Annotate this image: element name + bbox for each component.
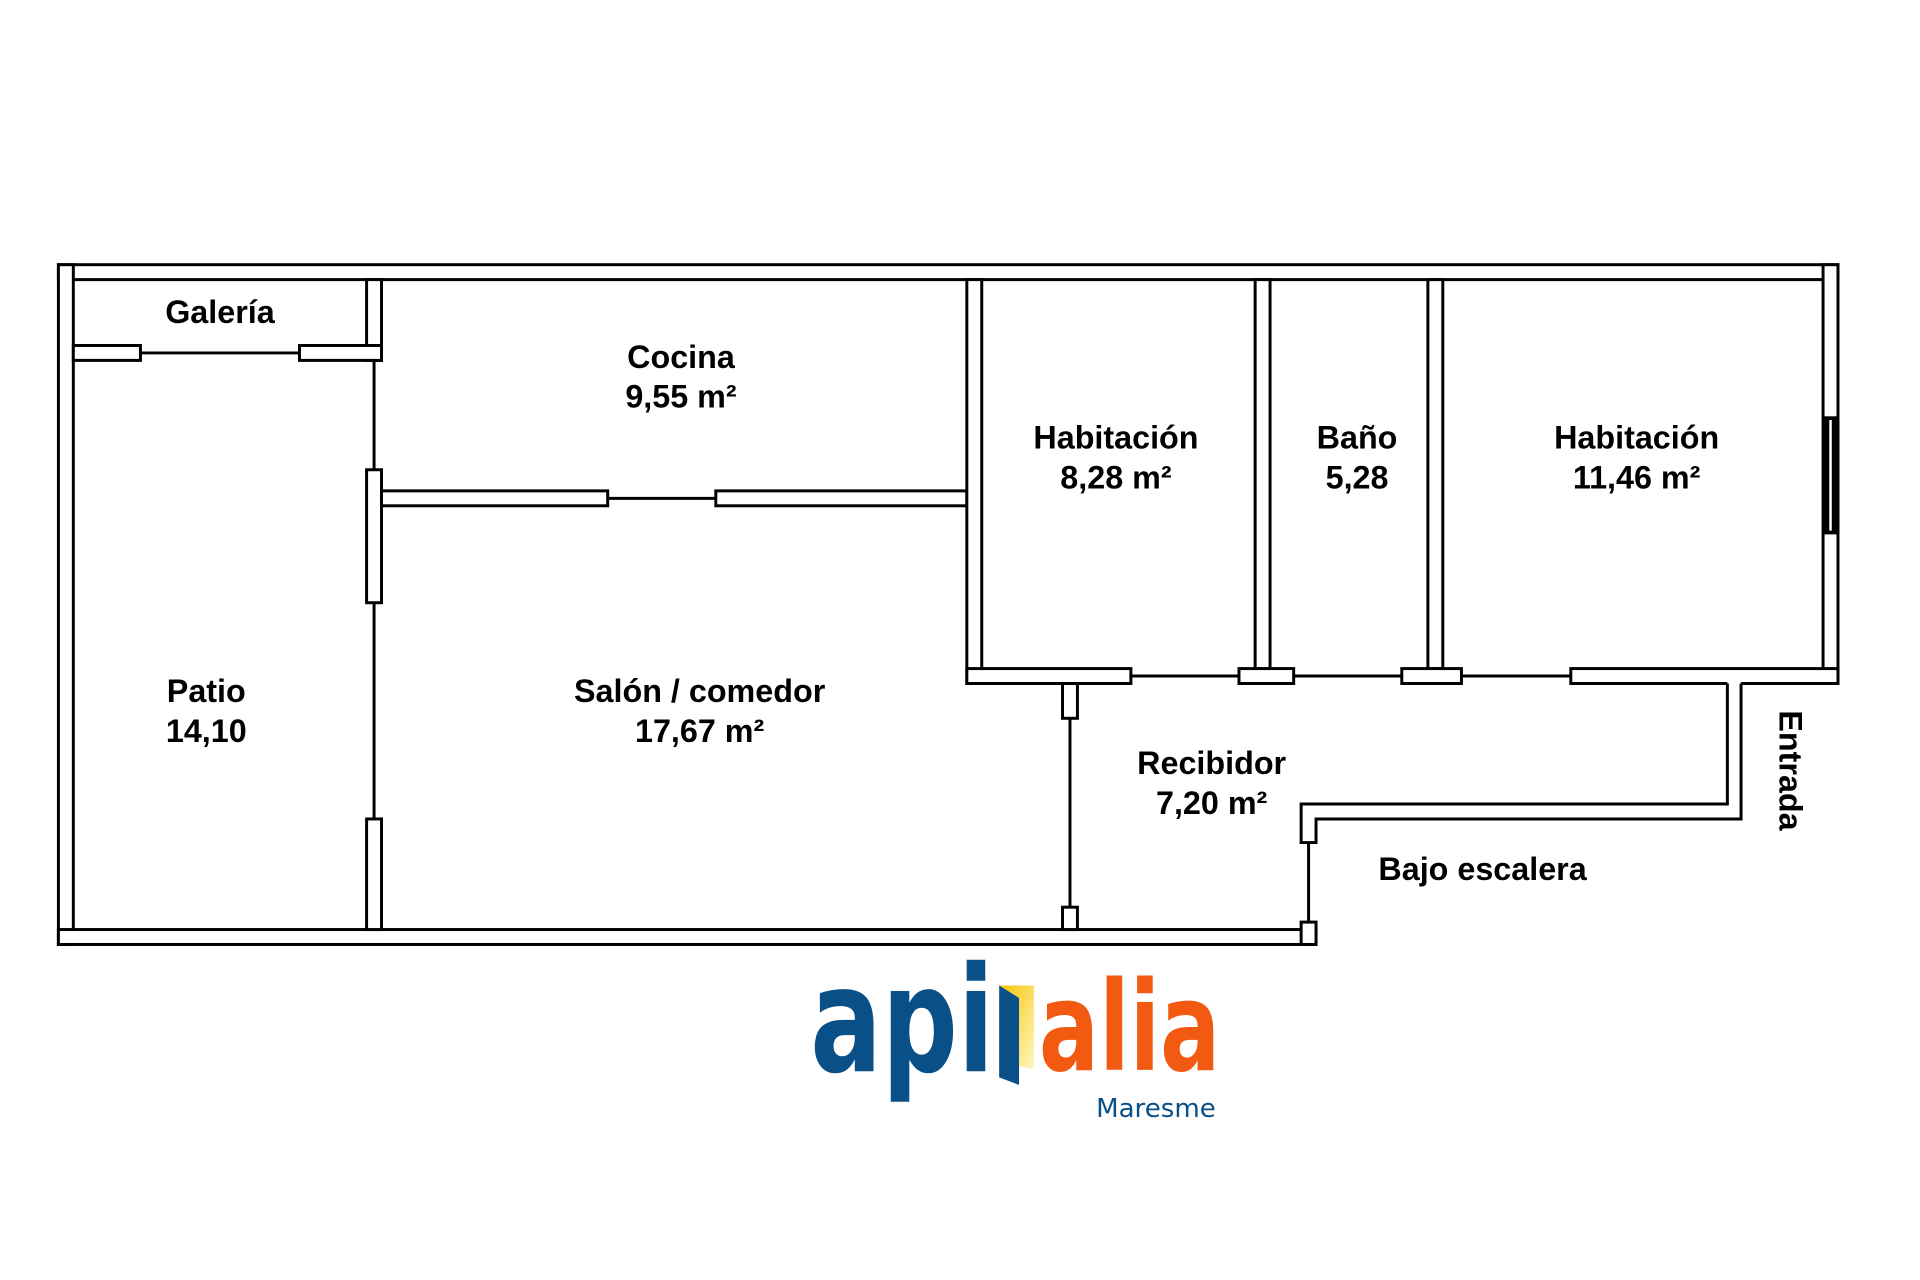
logo-door-icon [999,985,1034,1069]
room-name-bano: Baño [1317,420,1398,456]
logo-subtitle: Maresme [1096,1094,1216,1124]
room-name-salon: Salón / comedor [574,673,826,709]
room-area-patio: 14,10 [166,713,247,749]
room-name-patio: Patio [167,673,246,709]
room-labels: Galería Cocina 9,55 m² Habitación 8,28 m… [165,294,1808,887]
room-name-galeria: Galería [165,294,276,330]
label-bajo-escalera: Bajo escalera [1378,851,1587,887]
room-name-habitacion-2: Habitación [1554,420,1719,456]
room-area-cocina: 9,55 m² [625,379,737,415]
logo: api alia Maresme [810,935,1220,1124]
room-name-habitacion-1: Habitación [1033,420,1198,456]
room-name-recibidor: Recibidor [1137,745,1286,781]
label-entrada: Entrada [1773,710,1809,831]
walls [56,263,1840,946]
logo-part-alia: alia [1039,956,1220,1100]
room-area-bano: 5,28 [1326,459,1389,495]
logo-part-api: api [810,935,994,1106]
room-area-recibidor: 7,20 m² [1156,785,1268,821]
room-area-salon: 17,67 m² [635,713,765,749]
room-area-habitacion-1: 8,28 m² [1060,459,1172,495]
room-area-habitacion-2: 11,46 m² [1573,459,1701,495]
room-name-cocina: Cocina [627,339,736,375]
